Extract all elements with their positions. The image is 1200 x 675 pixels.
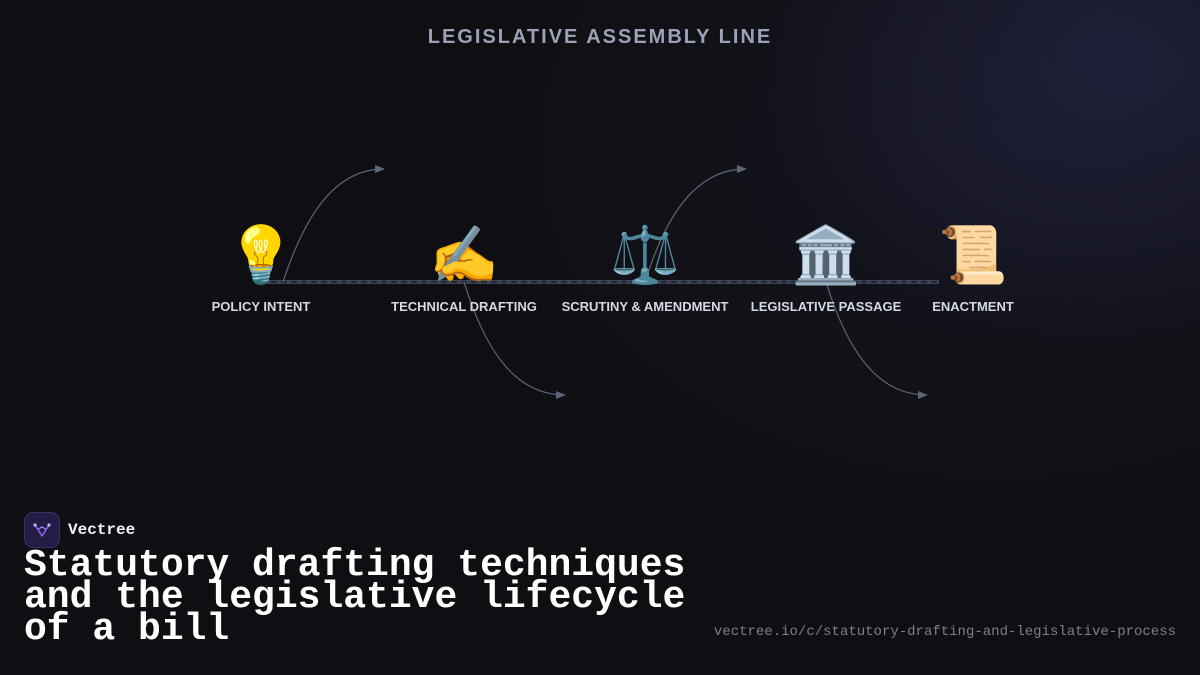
diagram-title: LEGISLATIVE ASSEMBLY LINE (427, 26, 773, 48)
step-label: POLICY INTENT (212, 299, 311, 314)
step-legislative-passage: 🏛️ LEGISLATIVE PASSAGE (751, 223, 902, 314)
step-label: SCRUTINY & AMENDMENT (562, 299, 729, 314)
connector-arrow-2 (463, 281, 566, 399)
classical-building-icon: 🏛️ (791, 223, 861, 288)
lightbulb-icon: 💡 (226, 223, 296, 288)
connector-arrow-1 (282, 165, 385, 283)
balance-scale-icon: ⚖️ (610, 223, 680, 288)
brand: Vectree (24, 512, 135, 548)
step-scrutiny-amendment: ⚖️ SCRUTINY & AMENDMENT (562, 223, 729, 314)
page-headline: Statutory drafting techniques and the le… (24, 544, 686, 651)
step-technical-drafting: ✍️ TECHNICAL DRAFTING (391, 223, 537, 314)
step-enactment: 📜 ENACTMENT (932, 223, 1014, 314)
vectree-logo-icon (24, 512, 60, 548)
step-label: TECHNICAL DRAFTING (391, 299, 537, 314)
connector-arrow-3 (644, 165, 747, 283)
step-policy-intent: 💡 POLICY INTENT (212, 223, 311, 314)
writing-hand-icon: ✍️ (429, 223, 499, 288)
brand-name: Vectree (68, 521, 136, 539)
connector-arrow-4 (825, 281, 928, 399)
page-url[interactable]: vectree.io/c/statutory-drafting-and-legi… (713, 624, 1176, 640)
scroll-icon: 📜 (938, 223, 1008, 288)
step-label: ENACTMENT (932, 299, 1014, 314)
step-label: LEGISLATIVE PASSAGE (751, 299, 902, 314)
